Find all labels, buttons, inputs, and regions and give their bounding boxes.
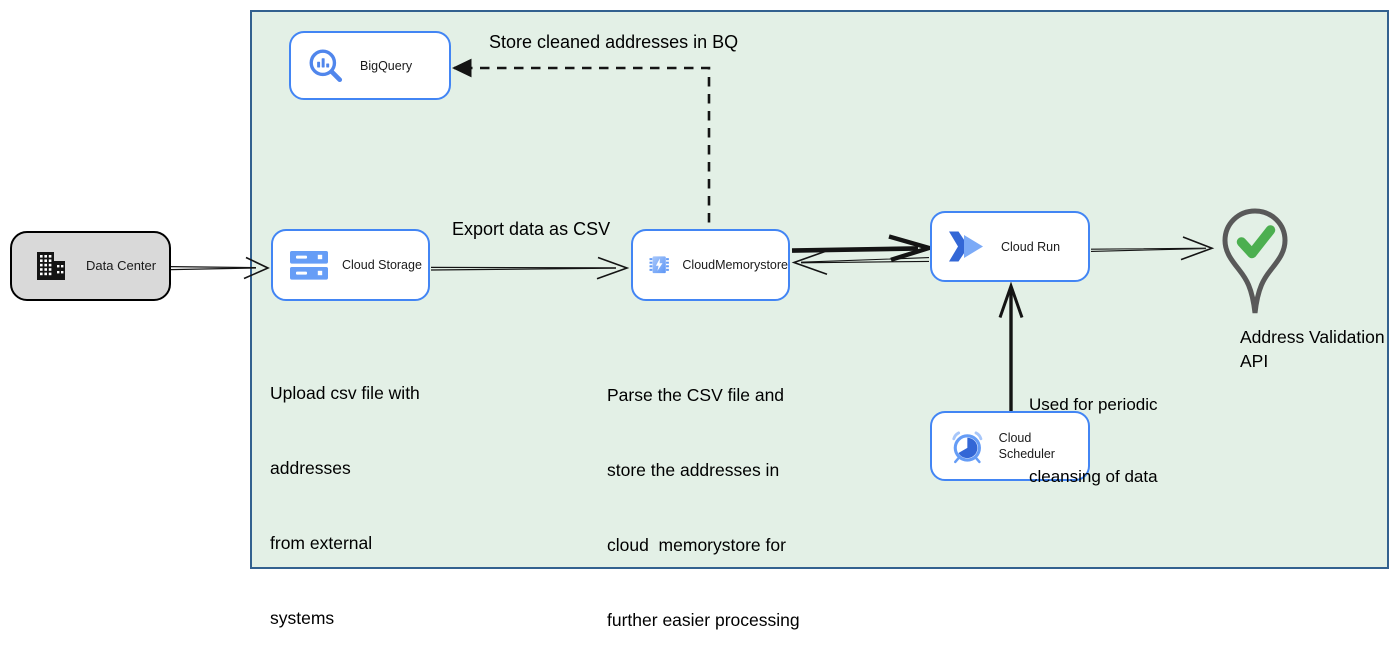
memory-chip-bolt-icon — [649, 256, 669, 274]
node-cloud-storage[interactable]: Cloud Storage — [271, 229, 430, 301]
annotation-parse-note: Parse the CSV file and store the address… — [607, 385, 800, 630]
canvas: { "diagram": { "nodes": { "data_center":… — [10, 10, 1389, 630]
bigquery-magnifier-chart-icon — [309, 49, 343, 82]
node-label-data-center: Data Center — [86, 258, 157, 273]
run-chevrons-icon — [949, 231, 983, 262]
map-pin-check-icon — [1222, 208, 1288, 314]
alarm-clock-icon — [952, 431, 983, 464]
node-cloud-memorystore[interactable]: CloudMemorystore — [631, 229, 790, 301]
node-data-center[interactable]: Data Center — [10, 231, 171, 301]
annotation-scheduler-note: Used for periodic cleansing of data — [1029, 395, 1158, 486]
node-label-bigquery: BigQuery — [360, 58, 413, 73]
node-label-cloud-storage: Cloud Storage — [342, 258, 422, 272]
annotation-export-csv: Export data as CSV — [452, 219, 611, 239]
node-bigquery[interactable]: BigQuery — [289, 31, 451, 100]
node-label-cloud-scheduler: Cloud Scheduler — [998, 431, 1055, 461]
storage-bars-icon — [290, 250, 328, 280]
node-cloud-run[interactable]: Cloud Run — [930, 211, 1090, 282]
annotation-upload-note: Upload csv file with addresses from exte… — [270, 383, 420, 628]
node-address-validation-api[interactable] — [1222, 208, 1288, 327]
node-label-cloud-memorystore: CloudMemorystore — [682, 258, 788, 272]
building-icon — [37, 252, 65, 280]
node-cloud-scheduler[interactable]: Cloud Scheduler — [930, 411, 1090, 481]
annotation-store-bq: Store cleaned addresses in BQ — [489, 32, 739, 52]
label-address-validation-api: Address Validation API — [1240, 327, 1385, 371]
gcp-boundary-container — [250, 10, 1389, 569]
node-label-cloud-run: Cloud Run — [1001, 239, 1061, 254]
